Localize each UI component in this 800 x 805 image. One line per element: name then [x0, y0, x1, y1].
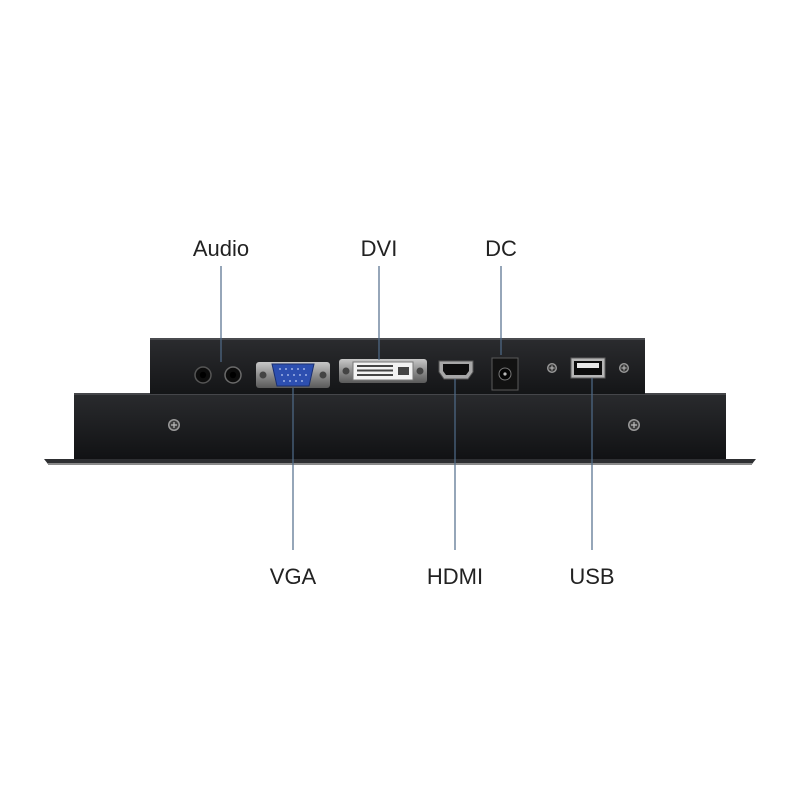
screw-icon — [168, 419, 180, 431]
lower-chassis — [74, 393, 726, 459]
dc-jack-icon — [491, 357, 519, 391]
audio-label: Audio — [192, 236, 250, 261]
leader-lines — [220, 266, 593, 550]
usb-label: USB — [569, 564, 615, 589]
vga-port-icon — [256, 362, 330, 388]
audio-jack-icon — [224, 366, 242, 384]
hdmi-label: HDMI — [426, 564, 484, 589]
screw-icon — [628, 419, 640, 431]
audio-jack-icon — [194, 366, 212, 384]
vga-label: VGA — [269, 564, 317, 589]
screw-icon — [547, 363, 557, 373]
base-plate — [44, 459, 756, 464]
dvi-port-icon — [339, 359, 427, 383]
screw-icon — [619, 363, 629, 373]
usb-port-icon — [570, 357, 606, 379]
dvi-label: DVI — [360, 236, 398, 261]
hdmi-port-icon — [438, 360, 474, 380]
base-shadow — [48, 463, 752, 465]
dc-label: DC — [485, 236, 517, 261]
